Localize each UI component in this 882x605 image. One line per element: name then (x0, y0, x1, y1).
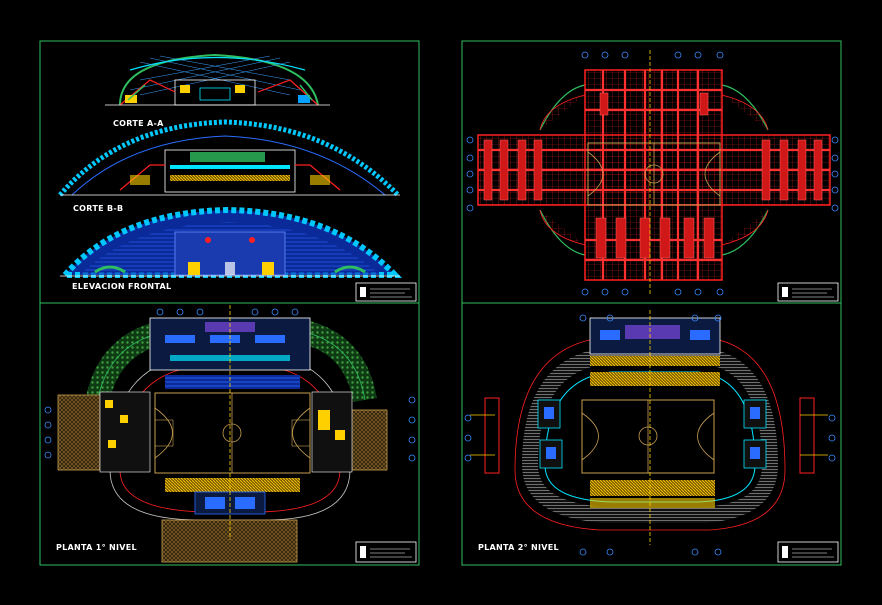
section-b-b-label: CORTE B-B (73, 204, 123, 213)
front-elevation-label: ELEVACION FRONTAL (72, 282, 171, 291)
title-block (355, 282, 417, 302)
first-floor-label: PLANTA 1° NIVEL (56, 543, 137, 552)
front-elevation-drawing (58, 206, 403, 278)
title-block (777, 282, 839, 302)
panel-first-floor-plan: PLANTA 1° NIVEL (39, 302, 420, 566)
section-a-a-label: CORTE A-A (113, 119, 164, 128)
title-block (777, 541, 839, 563)
title-block (355, 541, 417, 563)
section-a-a-drawing (105, 53, 330, 106)
section-b-b-drawing (58, 119, 400, 197)
panel-structural-plan (461, 40, 842, 304)
second-floor-label: PLANTA 2° NIVEL (478, 543, 559, 552)
panel-second-floor-plan: PLANTA 2° NIVEL (461, 302, 842, 566)
panel-sections: CORTE A-A CORTE B-B (39, 40, 420, 304)
